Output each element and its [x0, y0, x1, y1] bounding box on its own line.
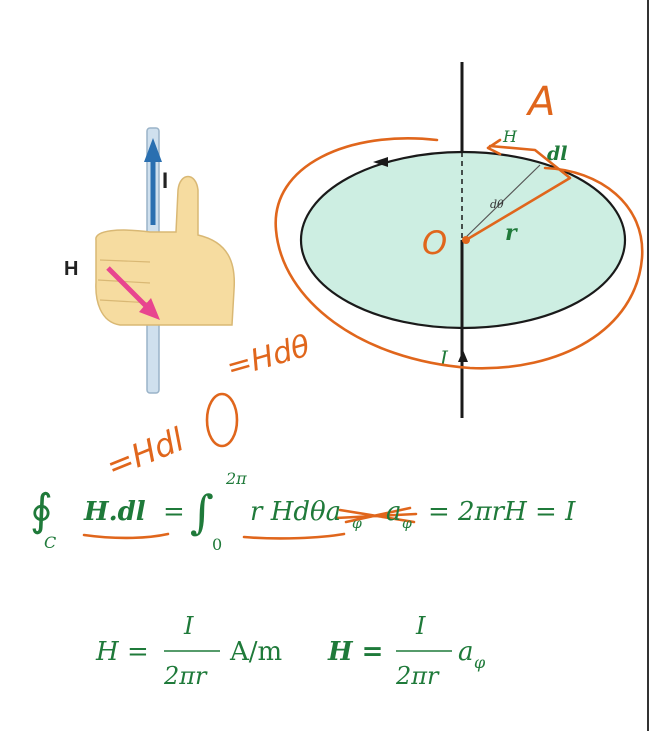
rhs-result: = 2πrH = I — [428, 497, 576, 527]
radius-label: r — [505, 220, 518, 246]
field-arrow-head — [139, 298, 160, 320]
ink-origin-o: O — [422, 224, 447, 262]
fraction-2-denominator: 2πr — [395, 662, 440, 690]
ink-radius-stroke — [464, 144, 572, 242]
unit-vector-sub-phi: φ — [474, 653, 486, 672]
h-left: H = — [95, 637, 149, 667]
ink-strike — [334, 506, 418, 524]
h-vector-right: H = — [327, 637, 383, 667]
ink-h-dtheta: =Hdθ — [223, 329, 314, 386]
unit-vector-a: a — [458, 637, 474, 667]
equation-line-1: ∮ C H.dl = ∫ 2π 0 r Hdθa φ a φ = 2πrH = … — [30, 469, 576, 554]
ink-circle-dl — [205, 392, 239, 448]
struck-a-phi: a — [386, 497, 402, 527]
ink-arrowhead — [486, 138, 502, 156]
dtheta-label: dθ — [490, 198, 504, 211]
integral-lower-limit: 0 — [212, 535, 222, 554]
field-label: H — [64, 258, 78, 280]
struck-sub-phi: φ — [402, 516, 412, 532]
integrand-sub-phi: φ — [352, 516, 362, 532]
ink-underline-integrand — [242, 532, 346, 540]
hand — [95, 175, 236, 326]
loop-field-label: H — [502, 127, 518, 146]
fraction-2-numerator: I — [415, 612, 426, 640]
units-label: A/m — [229, 637, 282, 667]
ink-underline-lhs — [82, 532, 170, 540]
ink-point-a: A — [525, 79, 555, 125]
wire-current-arrow — [458, 350, 468, 362]
equation-line-2: H = I 2πr A/m H = I 2πr a φ — [95, 612, 486, 690]
ink-outer-loop — [274, 137, 644, 370]
integrand: r Hdθa — [250, 497, 341, 527]
dl-label: dl — [547, 143, 568, 165]
ink-h-dl: =Hdl — [101, 420, 190, 485]
current-arrow-head — [144, 138, 162, 162]
integral-upper-limit: 2π — [225, 469, 247, 488]
integral-symbol: ∫ — [190, 485, 214, 539]
field-arrow-shaft — [106, 266, 150, 310]
contour-subscript: C — [44, 533, 56, 552]
contour-integral-symbol: ∮ — [30, 485, 53, 536]
fraction-1-denominator: 2πr — [163, 662, 208, 690]
current-label: I — [162, 168, 168, 193]
equals-1: = — [163, 497, 185, 527]
loop-direction-arrow — [373, 157, 388, 167]
right-hand-rule: I H — [64, 127, 236, 394]
wire-current-label: I — [439, 346, 449, 370]
radius-line — [462, 164, 541, 241]
lhs-h-dot-dl: H.dl — [83, 497, 146, 527]
fraction-1-numerator: I — [183, 612, 194, 640]
ink-origin-dot — [462, 236, 470, 244]
